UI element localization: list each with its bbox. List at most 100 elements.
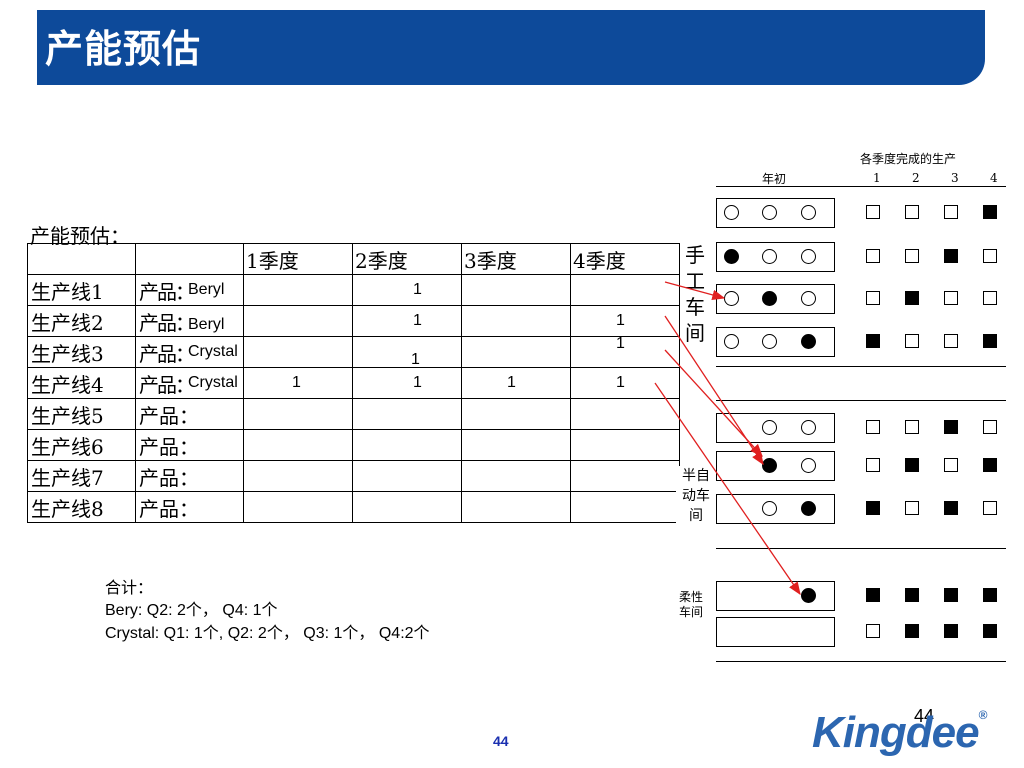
product-label: 产品： [139,341,195,366]
quarter-output-filled-square [866,588,880,602]
quarter-output-empty-square [944,458,958,472]
line-empty-circle [762,334,777,349]
quarter-cell-q3 [461,336,571,368]
line-cell: 生产线3 [27,336,136,368]
line-filled-circle [801,588,816,603]
product-name: Beryl [188,281,225,298]
quarter-output-filled-square [983,334,997,348]
quarter-output-filled-square [905,588,919,602]
quarter-cell-q1 [243,398,353,430]
quarter-output-empty-square [866,624,880,638]
quarter-output-filled-square [944,420,958,434]
divider-flex-start [716,548,1006,549]
quarter-cell-q4 [570,274,680,306]
slide-title: 产能预估 [45,27,202,71]
quarter-value: 1 [616,335,625,352]
line-filled-circle [762,458,777,473]
quarter-output-filled-square [944,249,958,263]
header-quarters: 各季度完成的生产 [860,152,957,166]
quarter-output-empty-square [905,205,919,219]
quarter-output-empty-square [905,420,919,434]
line-empty-circle [762,205,777,220]
quarter-cell-q1 [243,491,353,523]
quarter-output-filled-square [983,205,997,219]
product-label: 产品： [139,403,199,428]
workshop-label-manual: 手工车间 [682,242,708,346]
line-empty-circle [801,291,816,306]
kingdee-logo: Kingdee® [812,708,987,758]
summary-block: 合计： Bery: Q2: 2个， Q4: 1个 Crystal: Q1: 1个… [105,576,430,645]
workshop-label-semi-auto: 半自动车间 [676,466,716,526]
arrow-line3 [664,349,763,457]
quarter-label-1: 1 [873,171,881,185]
quarter-cell-q4: 1 [570,305,680,337]
product-label: 产品： [139,279,195,304]
quarter-value: 1 [413,281,422,298]
quarter-output-empty-square [944,291,958,305]
summary-line-crystal: Crystal: Q1: 1个, Q2: 2个， Q3: 1个， Q4:2个 [105,625,430,642]
divider-top [716,186,1006,187]
line-empty-circle [724,334,739,349]
quarter-cell-q1: 1 [243,367,353,399]
line-empty-circle [724,205,739,220]
quarter-output-empty-square [905,249,919,263]
line-empty-circle [762,501,777,516]
quarter-value: 1 [507,374,516,391]
quarter-cell-q2: 1 [352,367,462,399]
quarter-value: 1 [413,374,422,391]
product-name: Beryl [188,316,225,333]
line-slot-box [716,581,835,611]
line-cell: 生产线7 [27,460,136,492]
quarter-output-empty-square [905,501,919,515]
header-year-start: 年初 [762,172,787,186]
header-cell-q2: 2季度 [352,243,462,275]
product-label: 产品： [139,496,199,521]
workshop-label-flexible: 柔性车间 [674,590,708,620]
quarter-cell-q2: 1 [352,305,462,337]
page-number-corner: 44 [914,706,935,726]
arrow-line1 [664,281,726,300]
quarter-output-filled-square [866,501,880,515]
line-filled-circle [762,291,777,306]
quarter-output-empty-square [944,334,958,348]
quarter-cell-q4 [570,429,680,461]
line-empty-circle [762,249,777,264]
quarter-cell-q2 [352,429,462,461]
quarter-output-filled-square [983,624,997,638]
quarter-output-filled-square [905,291,919,305]
line-empty-circle [762,420,777,435]
line-empty-circle [801,205,816,220]
quarter-output-filled-square [944,624,958,638]
quarter-output-empty-square [983,501,997,515]
quarter-cell-q1 [243,460,353,492]
line-filled-circle [724,249,739,264]
quarter-label-3: 3 [951,171,959,185]
arrow-line4 [654,382,801,596]
quarter-cell-q4 [570,491,680,523]
quarter-output-filled-square [866,334,880,348]
product-cell: 产品：Beryl [135,305,244,337]
quarter-output-filled-square [944,501,958,515]
quarter-output-empty-square [866,291,880,305]
summary-line-beryl: Bery: Q2: 2个， Q4: 1个 [105,602,278,619]
product-cell: 产品： [135,398,244,430]
quarter-output-empty-square [944,205,958,219]
quarter-value: 1 [616,312,625,329]
line-filled-circle [801,334,816,349]
header-cell-q1: 1季度 [243,243,353,275]
product-cell: 产品：Crystal [135,367,244,399]
table-header-row: 1季度 2季度 3季度 4季度 [27,243,680,275]
quarter-cell-q2 [352,491,462,523]
divider-bottom [716,661,1006,662]
quarter-output-empty-square [983,249,997,263]
quarter-value: 1 [411,351,420,368]
product-cell: 产品： [135,460,244,492]
